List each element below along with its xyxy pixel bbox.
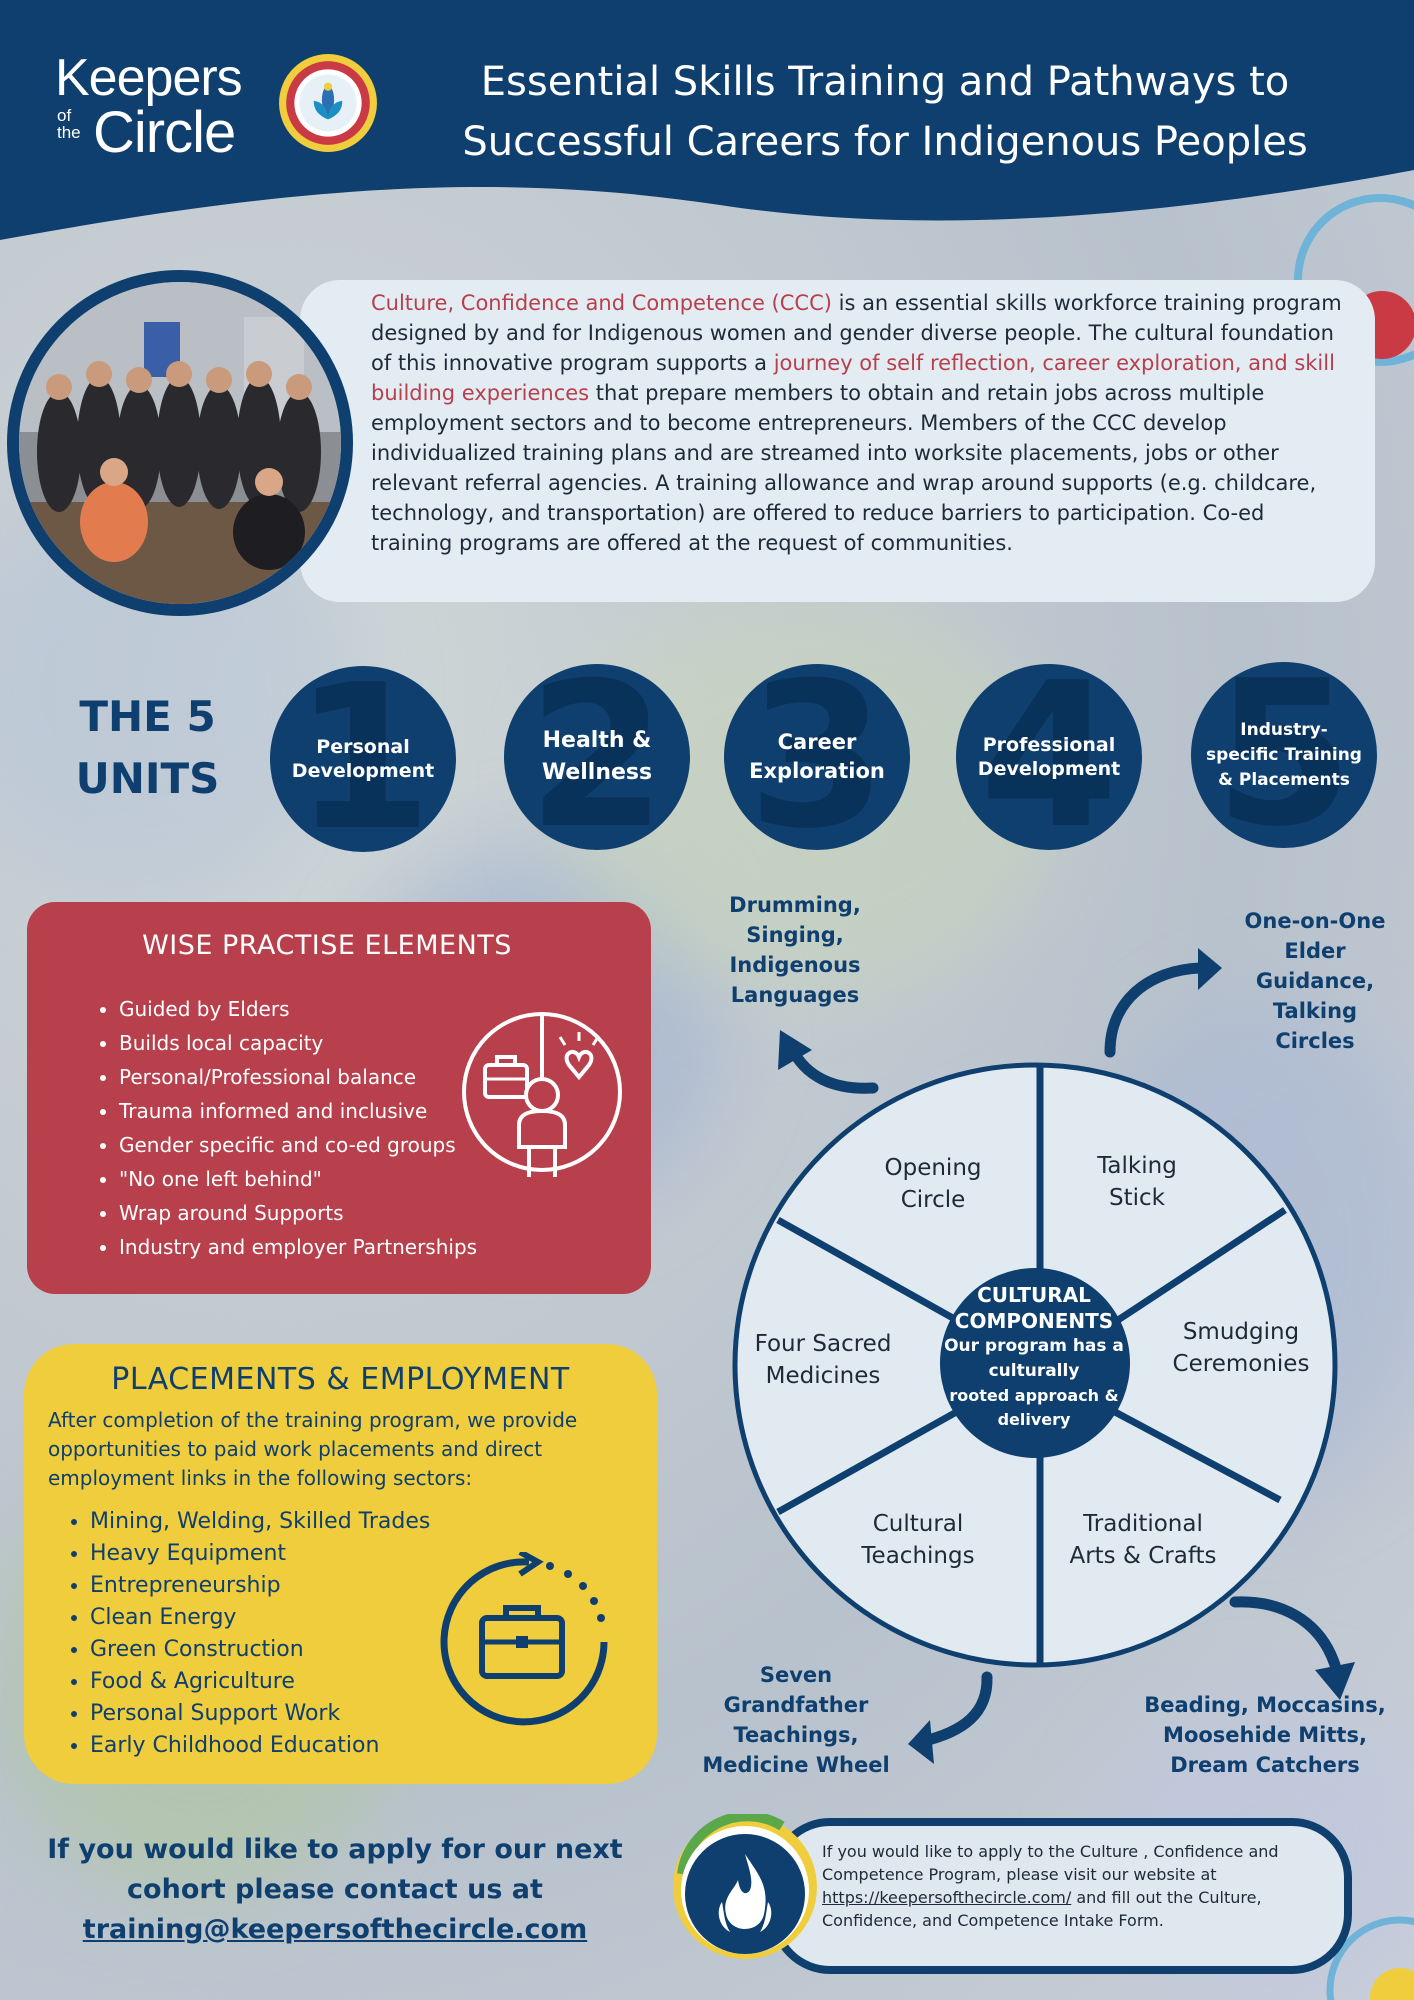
logo-circle: Circle [93,100,236,165]
unit-label: Personal Development [291,736,435,782]
list-item: Gender specific and co-ed groups [119,1128,477,1162]
placements-panel: PLACEMENTS & EMPLOYMENT After completion… [24,1344,657,1784]
list-item: Wrap around Supports [119,1196,477,1230]
unit-number: 5 [1214,662,1354,848]
unit-number: 3 [747,664,887,850]
contact-text: If you would like to apply to the Cultur… [822,1842,1279,1930]
wise-practise-panel: WISE PRACTISE ELEMENTS Guided by Elders … [27,902,651,1294]
list-item: Mining, Welding, Skilled Trades [90,1506,430,1538]
page-title: Essential Skills Training and Pathways t… [462,59,1308,165]
placements-list: Mining, Welding, Skilled Trades Heavy Eq… [66,1506,430,1762]
website-link[interactable]: https://keepersofthecircle.com/ [822,1888,1072,1907]
cultural-components-wheel [732,1062,1338,1668]
contact-box [770,1818,1352,1974]
unit-label: Health & Wellness [541,728,653,785]
unit-label: Career Exploration [749,730,885,783]
flame-icon [673,1814,817,1959]
intro-highlight-ccc: Culture, Confidence and Competence (CCC) [371,291,832,315]
list-item: Food & Agriculture [90,1666,430,1698]
list-item: Personal Support Work [90,1698,430,1730]
unit-number: 1 [293,666,433,852]
unit-1: 1 Personal Development [270,666,456,852]
unit-4: 4 Professional Development [956,664,1142,850]
callout-beading: Beading, Moccasins,Moosehide Mitts, Drea… [1144,1693,1386,1777]
units-title: THE 5 UNITS [75,692,220,803]
training-email-link[interactable]: training@keepersofthecircle.com [82,1914,588,1945]
list-item: Early Childhood Education [90,1730,430,1762]
unit-label: Industry-specific Training & Placements [1206,719,1362,790]
unit-number: 2 [527,664,667,850]
decorative-rings-bottom [1326,1916,1414,2000]
wheel-center: CULTURAL COMPONENTS Our program has a cu… [944,1283,1124,1429]
intro-paragraph: Culture, Confidence and Competence (CCC)… [371,291,1342,555]
work-life-balance-icon [462,1012,622,1177]
placements-intro: After completion of the training program… [48,1408,578,1490]
unit-label: Professional Development [977,734,1121,780]
placements-title: PLACEMENTS & EMPLOYMENT [111,1362,570,1397]
unit-2: 2 Health & Wellness [504,664,690,850]
apply-cta: If you would like to apply for our next … [47,1834,623,1945]
wise-practise-list: Guided by Elders Builds local capacity P… [95,992,477,1264]
list-item: Green Construction [90,1634,430,1666]
list-item: Industry and employer Partnerships [119,1230,477,1264]
intro-panel [300,280,1375,602]
wise-practise-title: WISE PRACTISE ELEMENTS [142,930,512,961]
briefcase-cycle-icon [440,1552,608,1726]
header-wave [0,0,1414,240]
list-item: Guided by Elders [119,992,477,1026]
intro-highlight-journey: journey of self reflection, career explo… [371,351,1335,405]
list-item: "No one left behind" [119,1162,477,1196]
list-item: Clean Energy [90,1602,430,1634]
unit-5: 5 Industry-specific Training & Placement… [1191,662,1377,848]
header [0,0,1414,250]
unit-number: 4 [979,664,1119,850]
list-item: Builds local capacity [119,1026,477,1060]
list-item: Personal/Professional balance [119,1060,477,1094]
list-item: Heavy Equipment [90,1538,430,1570]
unit-3: 3 Career Exploration [724,664,910,850]
list-item: Entrepreneurship [90,1570,430,1602]
logo-keepers: Keepers [55,49,243,107]
logo-seal-icon [279,54,377,152]
list-item: Trauma informed and inclusive [119,1094,477,1128]
